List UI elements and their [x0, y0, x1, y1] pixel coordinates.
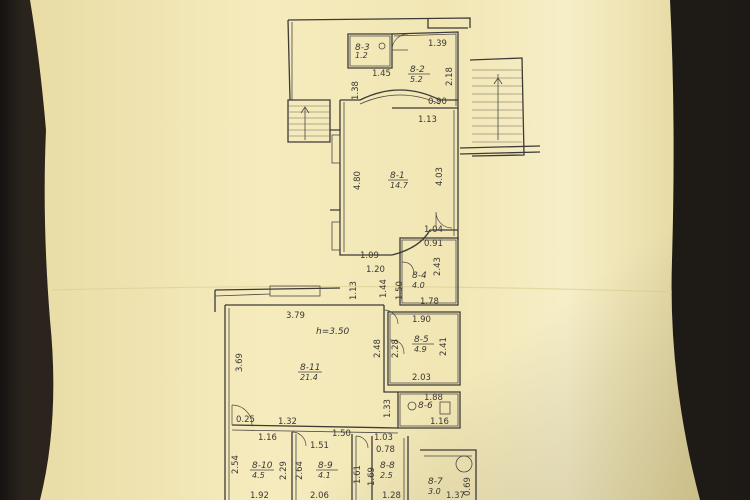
dimension-label: 2.28	[391, 339, 401, 358]
dimension-label: 4.03	[435, 167, 445, 186]
paper-shading	[30, 0, 700, 500]
room-number: 8-3	[355, 43, 370, 53]
dimension-label: 2.03	[412, 373, 431, 383]
dimension-label: 1.32	[278, 417, 297, 427]
dimension-label: 2.41	[439, 337, 449, 356]
dimension-label: 0.69	[463, 477, 473, 496]
dimension-label: 1.28	[382, 491, 401, 500]
dimension-label: 2.64	[295, 461, 305, 480]
dimension-label: 2.06	[310, 491, 329, 500]
room-area: 1.2	[355, 51, 368, 60]
dimension-label: 1.04	[424, 225, 443, 235]
room-r5: 8-5 4.9	[412, 335, 434, 354]
dimension-label: 1.38	[351, 81, 361, 100]
room-r6: 8-6	[418, 401, 433, 411]
room-r2: 8-2 5.2	[408, 65, 430, 84]
dimension-label: 1.33	[383, 399, 393, 418]
room-area: 4.5	[252, 471, 265, 480]
dimension-label: 1.50	[332, 429, 351, 439]
dimension-label: 1.39	[428, 39, 447, 49]
room-r11: 8-11 21.4	[298, 363, 322, 382]
room-r10: 8-10 4.5	[250, 461, 274, 480]
dimension-label: 2.18	[445, 67, 455, 86]
room-number: 8-2	[410, 65, 425, 75]
room-area: 2.5	[380, 471, 393, 480]
room-area: 4.1	[318, 471, 331, 480]
room-r9: 8-9 4.1	[316, 461, 338, 480]
room-area: 14.7	[390, 181, 409, 190]
dimension-label: 1.37	[446, 491, 465, 500]
dimension-label: 1.90	[412, 315, 431, 325]
dimension-label: 0.78	[376, 445, 395, 455]
room-area: 4.0	[412, 281, 425, 290]
dimension-label: 1.13	[349, 281, 359, 300]
dimension-label: 1.20	[366, 265, 385, 275]
room-number: 8-10	[252, 461, 273, 471]
room-number: 8-1	[390, 171, 405, 181]
right-stair	[459, 57, 541, 157]
room-number: 8-7	[428, 477, 443, 487]
room-number: 8-9	[318, 461, 333, 471]
dimension-label: 0.91	[424, 239, 443, 249]
dimension-label: 1.45	[372, 69, 391, 79]
dimension-label: 2.43	[433, 257, 443, 276]
dimension-label: 1.92	[250, 491, 269, 500]
dimension-label: 1.50	[395, 281, 405, 300]
room-r8: 8-8 2.5	[380, 461, 395, 480]
dimension-label: 0.25	[236, 415, 255, 425]
dimension-label: 1.61	[353, 465, 363, 484]
ceiling-height-note: h=3.50	[316, 327, 350, 337]
dimension-label: 1.78	[420, 297, 439, 307]
dimension-label: 1.69	[367, 467, 377, 486]
dimension-label: 1.09	[360, 251, 379, 261]
dimension-label: 2.48	[373, 339, 383, 358]
room-r1: 8-1 14.7	[388, 171, 409, 190]
dimension-label: 3.69	[235, 353, 245, 372]
room-area: 4.9	[414, 345, 427, 354]
dimension-label: 1.44	[379, 279, 389, 298]
room-number: 8-6	[418, 401, 433, 411]
room-number: 8-8	[380, 461, 395, 471]
room-number: 8-4	[412, 271, 427, 281]
room-r7: 8-7 3.0	[428, 477, 443, 496]
dimension-label: 2.29	[279, 461, 289, 480]
dimension-label: 4.80	[353, 171, 363, 190]
dimension-label: 3.79	[286, 311, 305, 321]
dimension-label: 1.13	[418, 115, 437, 125]
dimension-label: 1.16	[430, 417, 449, 427]
room-area: 5.2	[410, 75, 423, 84]
dimension-labels: 1.39 1.45 2.18 1.38 0.90 1.13 4.80 4.03 …	[231, 39, 473, 500]
dimension-label: 0.90	[428, 97, 447, 107]
room-r4: 8-4 4.0	[412, 271, 427, 290]
paper-fold-line	[51, 285, 673, 293]
room-area: 21.4	[300, 373, 318, 382]
room-r3: 8-3 1.2	[355, 43, 370, 60]
dimension-label: 1.88	[424, 393, 443, 403]
left-stair	[287, 99, 331, 143]
room-area: 3.0	[428, 487, 441, 496]
dimension-label: 1.16	[258, 433, 277, 443]
room-number: 8-11	[300, 363, 320, 373]
dimension-label: 1.03	[374, 433, 393, 443]
dimension-label: 1.51	[310, 441, 329, 451]
dimension-label: 2.54	[231, 455, 241, 474]
room-number: 8-5	[414, 335, 429, 345]
